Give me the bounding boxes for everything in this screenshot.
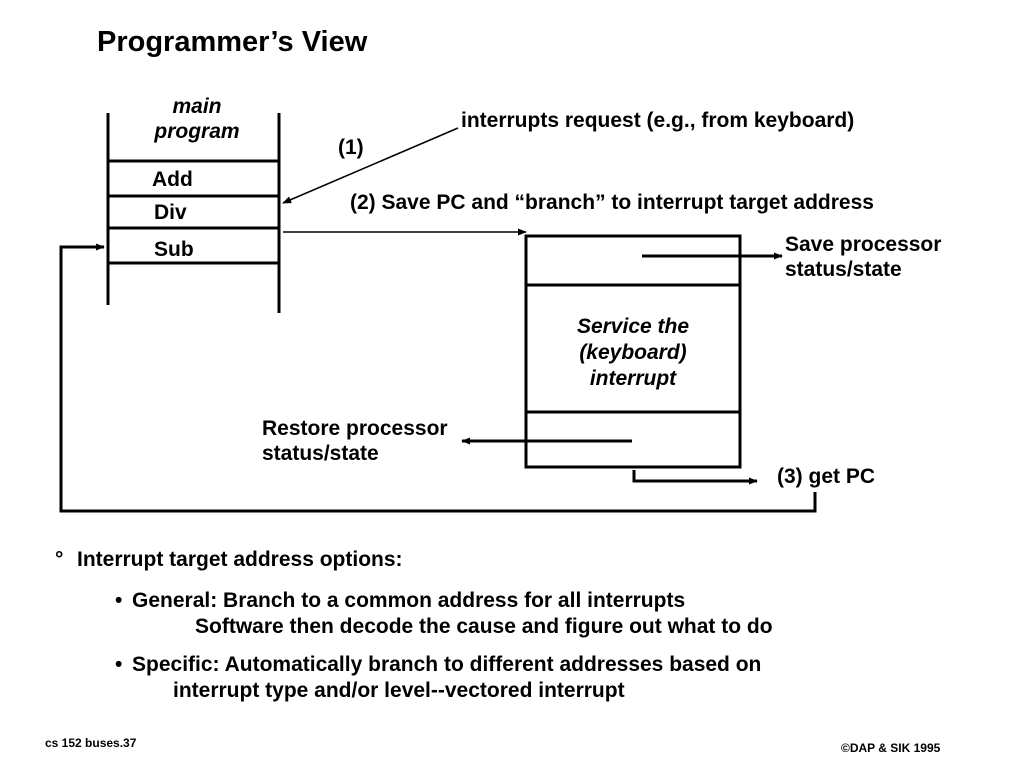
instruction-sub: Sub: [154, 238, 194, 261]
bullet-icon: •: [115, 589, 123, 612]
main-program-line: main: [172, 95, 222, 118]
handler-box: [524, 234, 742, 469]
instruction-div: Div: [154, 201, 187, 224]
step-1-label: (1): [338, 136, 364, 159]
service-line: interrupt: [589, 367, 677, 390]
specific-option-continuation: interrupt type and/or level--vectored in…: [173, 679, 625, 702]
restore-state-line: Restore processor: [262, 417, 448, 440]
service-interrupt-label: Service the (keyboard) interrupt: [527, 314, 739, 392]
specific-option-text: Specific: Automatically branch to differ…: [132, 653, 762, 676]
degree-bullet-icon: °: [55, 548, 64, 571]
save-state-label: Save processor status/state: [785, 232, 941, 282]
get-pc-arrow: [632, 470, 758, 485]
specific-option: • Specific: Automatically branch to diffe…: [115, 652, 761, 704]
service-line: (keyboard): [579, 341, 687, 364]
options-heading-text: Interrupt target address options:: [77, 548, 403, 571]
general-option-continuation: Software then decode the cause and figur…: [195, 615, 773, 638]
step-2-label: (2) Save PC and “branch” to interrupt ta…: [350, 191, 874, 214]
general-option-text: General: Branch to a common address for …: [132, 589, 686, 612]
main-program-label: main program: [140, 94, 254, 144]
restore-state-label: Restore processor status/state: [262, 416, 448, 466]
main-program-line: program: [154, 120, 240, 143]
instruction-add: Add: [152, 168, 193, 191]
step-3-label: (3) get PC: [777, 465, 876, 488]
page-title: Programmer’s View: [97, 26, 368, 58]
save-state-line: status/state: [785, 258, 902, 281]
bullet-icon: •: [115, 653, 123, 676]
interrupt-request-label: interrupts request (e.g., from keyboard): [461, 109, 855, 132]
save-state-line: Save processor: [785, 233, 942, 256]
restore-state-line: status/state: [262, 442, 379, 465]
interrupt-request-arrow: [282, 127, 459, 204]
footer-right: ©DAP & SIK 1995: [841, 741, 941, 755]
footer-left: cs 152 buses.37: [45, 736, 137, 750]
return-loop: [59, 243, 817, 513]
general-option: • General: Branch to a common address for…: [115, 588, 773, 640]
options-heading: ° Interrupt target address options:: [55, 548, 403, 572]
service-line: Service the: [576, 315, 690, 338]
